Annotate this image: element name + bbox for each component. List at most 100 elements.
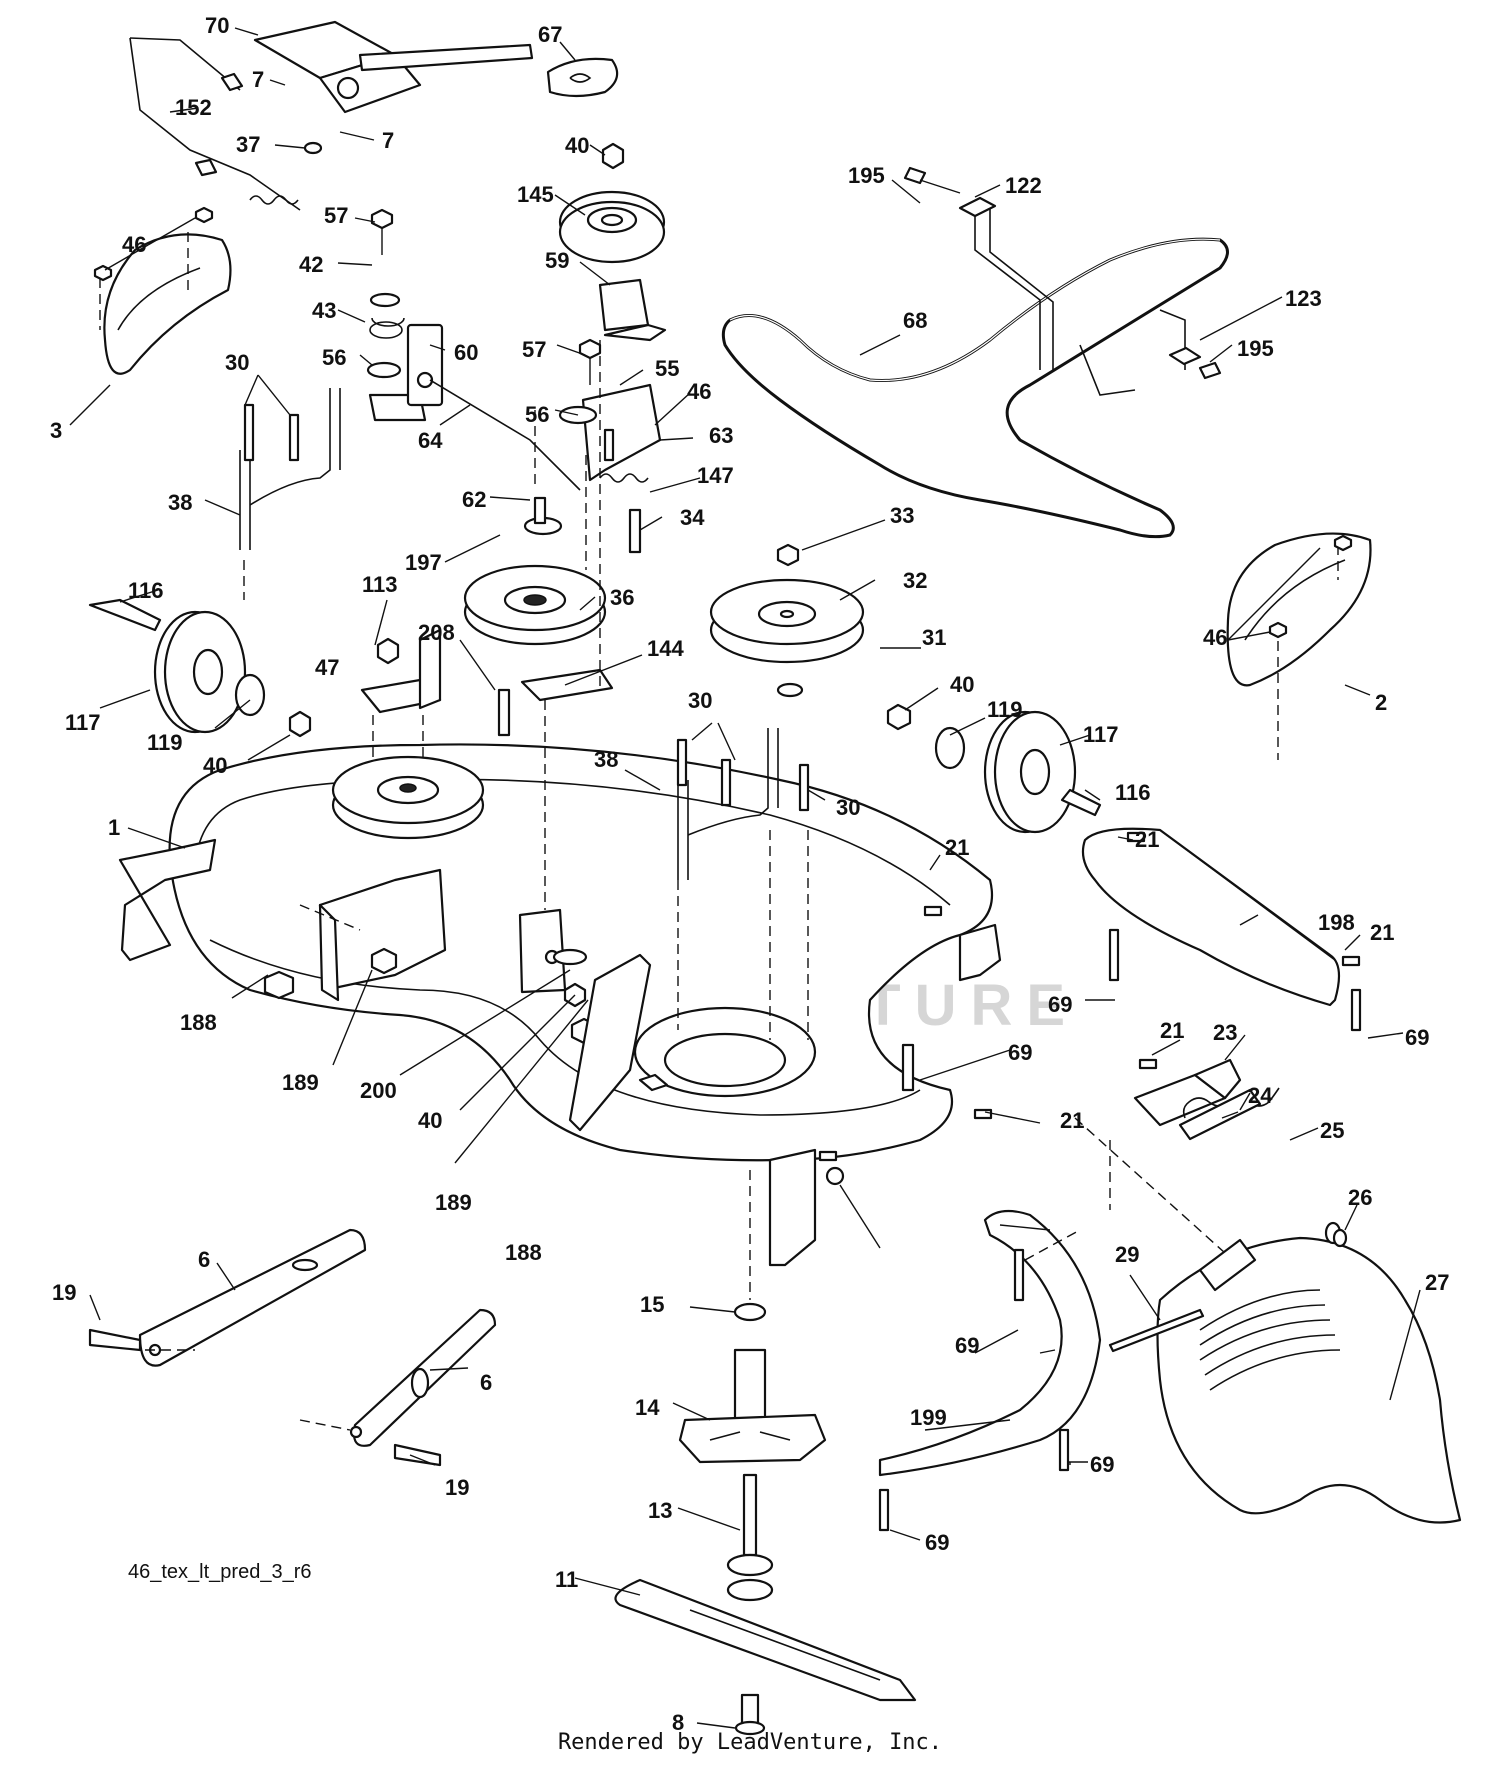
- callout-40-deck: 40: [418, 1108, 442, 1133]
- callout-64: 64: [418, 428, 443, 453]
- bracket-6-upper: [88, 1228, 367, 1367]
- callout-46-left: 46: [122, 232, 146, 257]
- discharge-chute: [1156, 1221, 1462, 1524]
- callout-19-lower: 19: [445, 1475, 469, 1500]
- callout-46-right: 46: [1203, 625, 1227, 650]
- callout-30-right: 30: [836, 795, 860, 820]
- callout-21-c: 21: [945, 835, 969, 860]
- callout-23: 23: [1213, 1020, 1237, 1045]
- belt-keeper: [958, 196, 1202, 396]
- callout-46-mid: 46: [687, 379, 711, 404]
- callout-119-left: 119: [147, 730, 183, 755]
- deck-pulley-left: [318, 755, 485, 1002]
- callout-38-left: 38: [168, 490, 192, 515]
- callout-122: 122: [1005, 173, 1042, 198]
- callout-21-d: 21: [1160, 1018, 1184, 1043]
- callout-117-right: 117: [1083, 722, 1119, 747]
- callout-30-mid: 30: [688, 688, 712, 713]
- callout-1: 1: [108, 815, 120, 840]
- callout-31: 31: [922, 625, 946, 650]
- callout-63: 63: [709, 423, 733, 448]
- callout-15: 15: [640, 1292, 664, 1317]
- callout-119-right: 119: [987, 697, 1023, 722]
- callout-144: 144: [647, 636, 684, 661]
- callout-62: 62: [462, 487, 486, 512]
- callout-147: 147: [697, 463, 734, 488]
- callout-113: 113: [362, 572, 398, 597]
- callout-3: 3: [50, 418, 62, 443]
- callout-labels: 70 67 7 152 37 7 40 145 195 122 46 57 42…: [50, 13, 1449, 1735]
- callout-32: 32: [903, 568, 927, 593]
- callout-13: 13: [648, 1498, 672, 1523]
- callout-25: 25: [1320, 1118, 1344, 1143]
- callout-70: 70: [205, 13, 229, 38]
- callout-40-right: 40: [950, 672, 974, 697]
- bracket-6-lower: [299, 1308, 497, 1467]
- callout-69-a: 69: [1048, 992, 1072, 1017]
- leader-lines: [69, 27, 1421, 1729]
- callout-6-upper: 6: [198, 1247, 210, 1272]
- gauge-wheel-right: [886, 703, 1102, 834]
- callout-36: 36: [610, 585, 634, 610]
- callout-57-mid: 57: [522, 337, 546, 362]
- idler-pulley-36: [463, 564, 614, 702]
- callout-67: 67: [538, 22, 562, 47]
- callout-43: 43: [312, 298, 336, 323]
- callout-188-left: 188: [180, 1010, 217, 1035]
- idler-arm: [368, 323, 662, 491]
- callout-116-left: 116: [128, 578, 164, 603]
- callout-208: 208: [418, 620, 455, 645]
- callout-26: 26: [1348, 1185, 1372, 1210]
- render-credit: Rendered by LeadVenture, Inc.: [557, 1730, 943, 1755]
- callout-38-mid: 38: [594, 747, 618, 772]
- callout-199: 199: [910, 1405, 947, 1430]
- callout-195-right: 195: [1237, 336, 1274, 361]
- diagram-id-label: 46_tex_lt_pred_3_r6: [128, 1561, 312, 1583]
- assembly-lines: [299, 340, 1111, 1300]
- callout-116-right: 116: [1115, 780, 1151, 805]
- callout-145: 145: [517, 182, 554, 207]
- callout-189-mid: 189: [435, 1190, 472, 1215]
- callout-188-mid: 188: [505, 1240, 542, 1265]
- callout-69-d: 69: [955, 1333, 979, 1358]
- drive-belt: [721, 237, 1229, 539]
- callout-40-top: 40: [565, 133, 589, 158]
- idler-pulley-145: [558, 142, 667, 342]
- callout-21-b: 21: [1370, 920, 1394, 945]
- callout-68: 68: [903, 308, 927, 333]
- callout-117-left: 117: [65, 710, 101, 735]
- callout-69-f: 69: [925, 1530, 949, 1555]
- callout-198: 198: [1318, 910, 1355, 935]
- callout-47: 47: [315, 655, 339, 680]
- deflector-199: [878, 1209, 1102, 1532]
- lift-rods: [239, 388, 810, 880]
- callout-11: 11: [555, 1567, 578, 1592]
- callout-197: 197: [405, 550, 442, 575]
- callout-14: 14: [635, 1395, 660, 1420]
- callout-30-left: 30: [225, 350, 249, 375]
- spindle-pulley-32: [709, 543, 865, 698]
- callout-57-left: 57: [324, 203, 348, 228]
- callout-60: 60: [454, 340, 478, 365]
- callout-195-top: 195: [848, 163, 885, 188]
- callout-56-left: 56: [322, 345, 346, 370]
- deflector-198: [1081, 827, 1362, 1032]
- callout-69-e: 69: [1090, 1452, 1114, 1477]
- callout-19-upper: 19: [52, 1280, 76, 1305]
- callout-69-b: 69: [1405, 1025, 1429, 1050]
- callout-152: 152: [175, 95, 212, 120]
- belt-guard-left: [99, 232, 232, 375]
- bracket-47: [360, 628, 442, 714]
- callout-27: 27: [1425, 1270, 1449, 1295]
- mower-deck: [118, 743, 1002, 1267]
- callout-55: 55: [655, 356, 679, 381]
- callout-34: 34: [680, 505, 705, 530]
- pivot-rod: [1108, 1308, 1205, 1353]
- callout-24: 24: [1248, 1083, 1273, 1108]
- callout-29: 29: [1115, 1242, 1139, 1267]
- callout-69-c: 69: [1008, 1040, 1032, 1065]
- callout-8: 8: [672, 1710, 684, 1735]
- chute-bracket: [1074, 1058, 1280, 1281]
